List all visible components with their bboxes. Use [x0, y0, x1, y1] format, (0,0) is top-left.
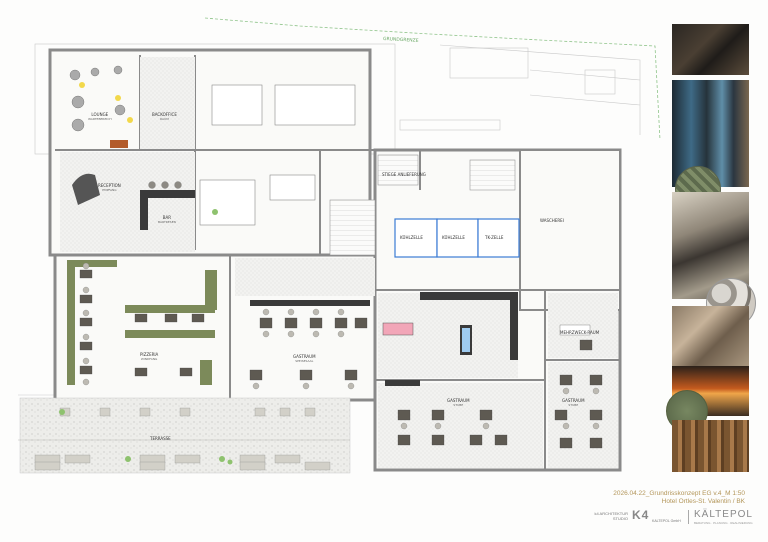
moodboard-wine-cellar-photo	[672, 24, 749, 75]
room-label-stair-delivery: STIEGE ANLIEFERUNG	[382, 172, 426, 177]
architect-logo-mark: K4	[632, 508, 650, 522]
room-label-terrace: TERRASSE	[150, 436, 171, 441]
kaeltepol-logo: KÄLTEPOL	[694, 509, 753, 520]
lounge-furniture	[69, 65, 133, 205]
kaeltepol-logo-tagline: BERATUNG · PLANUNG · REALISIERUNG	[694, 521, 753, 525]
tables	[79, 269, 603, 449]
benches	[67, 260, 217, 385]
moodboard-wood-paneling-photo	[672, 420, 749, 472]
architect-logo: k4 ARCHITEKTUR STUDIO	[594, 511, 628, 521]
room-label-laundry: WASCHEREI	[540, 218, 564, 223]
counters	[199, 84, 356, 226]
chairs	[82, 181, 600, 430]
moodboard-lounge-photo	[672, 306, 749, 366]
logo-divider	[688, 510, 689, 524]
drawing-subtitle: Hotel Ortles-St. Valentin / BK	[661, 498, 745, 505]
room-label-cold-room-1: KÜHLZELLE	[400, 235, 423, 240]
cold-rooms	[394, 218, 520, 258]
terrace-plants	[59, 209, 233, 465]
drawing-title: 2026.04.22_Grundrisskonzept EG v.4_M 1:5…	[613, 490, 745, 497]
architect-logo-tag: KALTEPOL GmbH	[652, 519, 681, 523]
stairs	[329, 154, 516, 256]
room-label-multipurpose: MEHRZWECK-RAUM	[560, 330, 600, 335]
room-label-freezer-room: TK-ZELLE	[485, 235, 504, 240]
room-label-cold-room-2: KÜHLZELLE	[442, 235, 465, 240]
boundary-label: GRUNDGRENZE	[383, 36, 419, 44]
terrace-furniture	[34, 407, 331, 471]
site-boundary	[204, 17, 661, 141]
